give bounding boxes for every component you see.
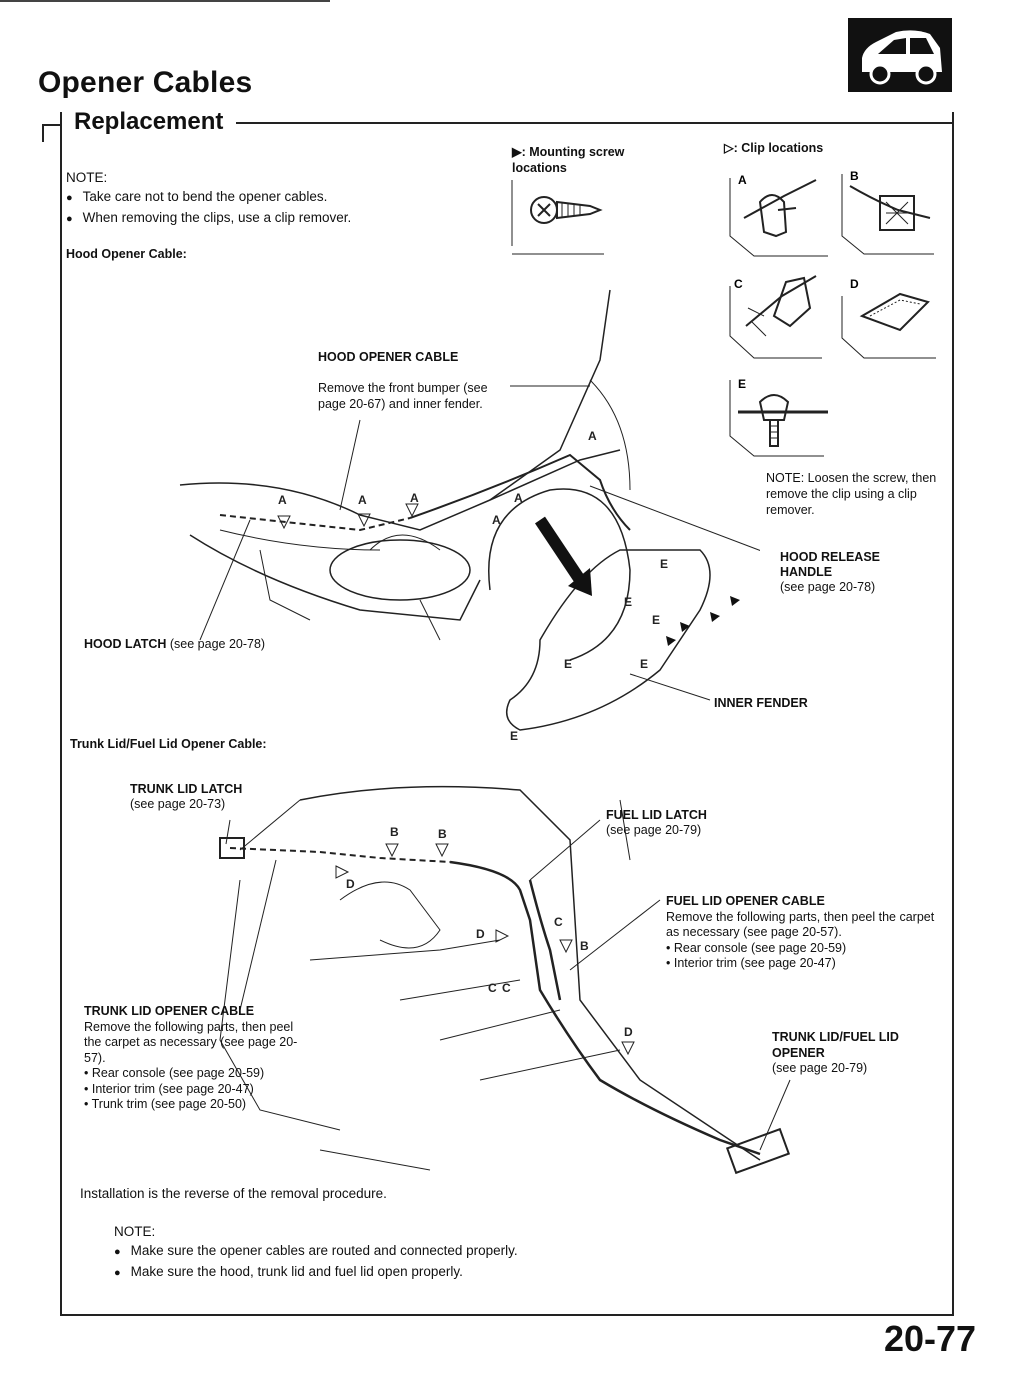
fuel-lid-cable-item: • Interior trim (see page 20-47): [666, 956, 836, 970]
svg-text:E: E: [660, 557, 668, 571]
hood-release-handle-ref: (see page 20-78): [780, 580, 876, 594]
svg-text:E: E: [652, 613, 660, 627]
svg-text:E: E: [624, 595, 632, 609]
trunk-lid-cable-item: • Trunk trim (see page 20-50): [84, 1097, 247, 1111]
trunk-lid-cable-item: • Interior trim (see page 20-47): [84, 1081, 254, 1096]
svg-text:D: D: [624, 1025, 633, 1039]
svg-text:B: B: [438, 827, 447, 841]
svg-text:C: C: [554, 915, 563, 929]
trunk-lid-cable-item: • Rear console (see page 20-59): [84, 1066, 265, 1080]
note-top: NOTE: Take care not to bend the opener c…: [66, 168, 351, 229]
section-subtitle: Replacement: [74, 108, 224, 135]
installation-text: Installation is the reverse of the remov…: [80, 1186, 387, 1201]
hood-latch-ref: (see page 20-78): [169, 637, 266, 651]
clip-letter-e: E: [738, 377, 746, 391]
frame-line: [42, 124, 62, 126]
svg-text:B: B: [390, 825, 399, 839]
clip-letter-d: D: [850, 277, 859, 291]
svg-text:D: D: [476, 927, 485, 941]
fuel-lid-latch-label: FUEL LID LATCH: [606, 808, 707, 822]
hood-section-heading: Hood Opener Cable:: [66, 247, 187, 261]
svg-text:C: C: [502, 981, 511, 995]
trunk-section-heading: Trunk Lid/Fuel Lid Opener Cable:: [70, 737, 267, 751]
svg-text:A: A: [410, 491, 419, 505]
fuel-lid-opener-cable-label: FUEL LID OPENER CABLE: [666, 894, 825, 908]
fuel-lid-opener-cable-callout: FUEL LID OPENER CABLE Remove the followi…: [666, 894, 950, 972]
trunk-cable-diagram: B B D D C B C C D: [219, 785, 791, 1175]
body-section-car-icon: [848, 18, 952, 92]
note-heading: NOTE:: [66, 170, 108, 185]
svg-text:E: E: [564, 657, 572, 671]
fuel-lid-opener-cable-text: Remove the following parts, then peel th…: [666, 909, 935, 940]
hood-release-handle-callout: HOOD RELEASE HANDLE (see page 20-78): [780, 550, 890, 595]
hood-opener-cable-label: HOOD OPENER CABLE: [318, 350, 459, 364]
trunk-fuel-lid-opener-label: TRUNK LID/FUEL LID OPENER: [772, 1030, 899, 1060]
trunk-fuel-lid-opener-callout: TRUNK LID/FUEL LID OPENER (see page 20-7…: [772, 1030, 922, 1077]
trunk-lid-latch-callout: TRUNK LID LATCH (see page 20-73): [130, 782, 242, 812]
svg-text:C: C: [488, 981, 497, 995]
trunk-lid-opener-cable-text: Remove the following parts, then peel th…: [84, 1019, 298, 1065]
frame-line: [42, 124, 44, 142]
svg-text:A: A: [358, 493, 367, 507]
installation-note-item: Make sure the hood, trunk lid and fuel l…: [114, 1262, 518, 1283]
hood-release-handle-label: HOOD RELEASE HANDLE: [780, 550, 881, 579]
page-number: 20-77: [884, 1318, 977, 1359]
fuel-lid-latch-ref: (see page 20-79): [606, 823, 702, 837]
trunk-fuel-lid-opener-ref: (see page 20-79): [772, 1061, 868, 1075]
hood-latch-callout: HOOD LATCH (see page 20-78): [84, 637, 265, 652]
svg-text:D: D: [346, 877, 355, 891]
note-item: When removing the clips, use a clip remo…: [66, 208, 352, 229]
fuel-lid-cable-item: • Rear console (see page 20-59): [666, 940, 847, 955]
frame-line: [236, 122, 954, 124]
clip-letter-b: B: [850, 169, 859, 183]
note-item: Take care not to bend the opener cables.: [66, 187, 351, 208]
mounting-screw-illustration: [511, 180, 604, 255]
hood-cable-diagram: A A A A A A E E E E E E: [179, 289, 760, 743]
trunk-lid-latch-label: TRUNK LID LATCH: [130, 782, 243, 796]
hood-opener-cable-callout: HOOD OPENER CABLE: [318, 350, 458, 365]
svg-text:A: A: [492, 513, 501, 527]
mounting-screw-legend: ▶: Mounting screw locations: [512, 145, 625, 175]
svg-text:B: B: [580, 939, 589, 953]
page-title: Opener Cables: [38, 66, 253, 99]
svg-text:E: E: [640, 657, 648, 671]
hood-latch-label: HOOD LATCH: [84, 637, 167, 651]
top-rule: [0, 0, 330, 2]
hood-opener-cable-text: Remove the front bumper (see page 20-67)…: [318, 381, 488, 411]
clip-e-note: NOTE: Loosen the screw, then remove the …: [766, 471, 937, 517]
clip-letter-a: A: [738, 173, 747, 187]
inner-fender-label: INNER FENDER: [714, 696, 808, 710]
svg-text:E: E: [510, 729, 518, 743]
svg-text:A: A: [278, 493, 287, 507]
clip-types-illustration: A B C D E: [729, 169, 936, 457]
installation-note: NOTE: Make sure the opener cables are ro…: [114, 1222, 518, 1283]
trunk-lid-latch-ref: (see page 20-73): [130, 797, 226, 811]
trunk-lid-opener-cable-label: TRUNK LID OPENER CABLE: [84, 1004, 255, 1018]
clip-locations-legend: ▷: Clip locations: [724, 141, 824, 155]
svg-text:A: A: [588, 429, 597, 443]
installation-note-item: Make sure the opener cables are routed a…: [114, 1241, 518, 1262]
svg-text:A: A: [514, 491, 523, 505]
trunk-lid-opener-cable-callout: TRUNK LID OPENER CABLE Remove the follow…: [84, 1004, 310, 1113]
content-frame: [60, 112, 954, 1316]
fuel-lid-latch-callout: FUEL LID LATCH (see page 20-79): [606, 808, 707, 838]
installation-note-heading: NOTE:: [114, 1224, 156, 1239]
clip-letter-c: C: [734, 277, 743, 291]
